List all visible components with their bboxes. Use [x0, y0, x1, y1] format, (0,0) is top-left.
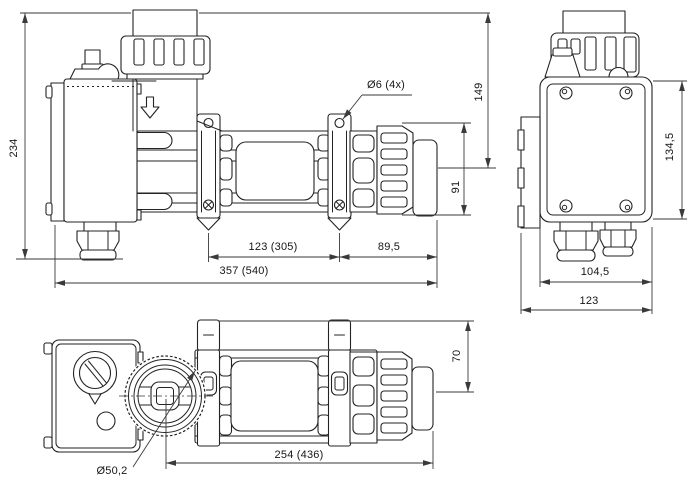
end-view-dimensions [520, 80, 687, 314]
dim-overall-length-label: 357 (540) [219, 265, 269, 277]
lid-screw [559, 86, 633, 213]
end-cap [412, 139, 438, 217]
dim-bracket-to-end-label: 89,5 [377, 241, 401, 253]
dim-center-to-end-label: 254 (436) [274, 449, 324, 461]
end-cap-top [411, 366, 434, 431]
dim-height-to-axis-label: 149 [473, 82, 485, 102]
callout-mount-holes-label: Ø6 (4x) [366, 79, 406, 91]
dome-plug [608, 66, 629, 78]
dim-overall-height-label: 234 [8, 138, 20, 158]
mounting-bracket-top [327, 319, 352, 447]
dim-box-height-label: 134,5 [664, 132, 676, 162]
flow-direction-arrow-icon [140, 96, 160, 119]
end-view [517, 10, 687, 314]
top-view-dimensions [132, 320, 474, 469]
inlet-union-bore [119, 354, 213, 438]
junction-box [45, 49, 142, 261]
dim-overall-width-label: 123 [579, 295, 599, 307]
inlet-union [111, 9, 223, 132]
junction-box-front [517, 76, 653, 262]
top-view [43, 319, 474, 469]
dim-union-od-label: 91 [450, 180, 462, 194]
cable-gland [76, 221, 120, 261]
cable-gland [553, 221, 599, 262]
dim-bracket-height-label: 70 [451, 349, 463, 363]
cable-gland [599, 221, 637, 257]
side-view-dimensions [16, 12, 496, 288]
wall-bracket [517, 116, 541, 229]
junction-box-top [43, 339, 144, 453]
thermostat-knob-top [72, 350, 118, 405]
mounting-bracket [196, 113, 221, 231]
blind-plug [96, 411, 116, 431]
union-nut [349, 125, 438, 217]
callout-bore-diameter-label: Ø50,2 [96, 465, 128, 477]
union-nut-top [349, 351, 434, 444]
mounting-bracket [327, 113, 352, 231]
dim-box-width-label: 104,5 [580, 266, 610, 278]
side-view [16, 9, 496, 288]
pipe-stub [562, 10, 626, 36]
dim-bracket-spacing-label: 123 (305) [248, 241, 298, 253]
